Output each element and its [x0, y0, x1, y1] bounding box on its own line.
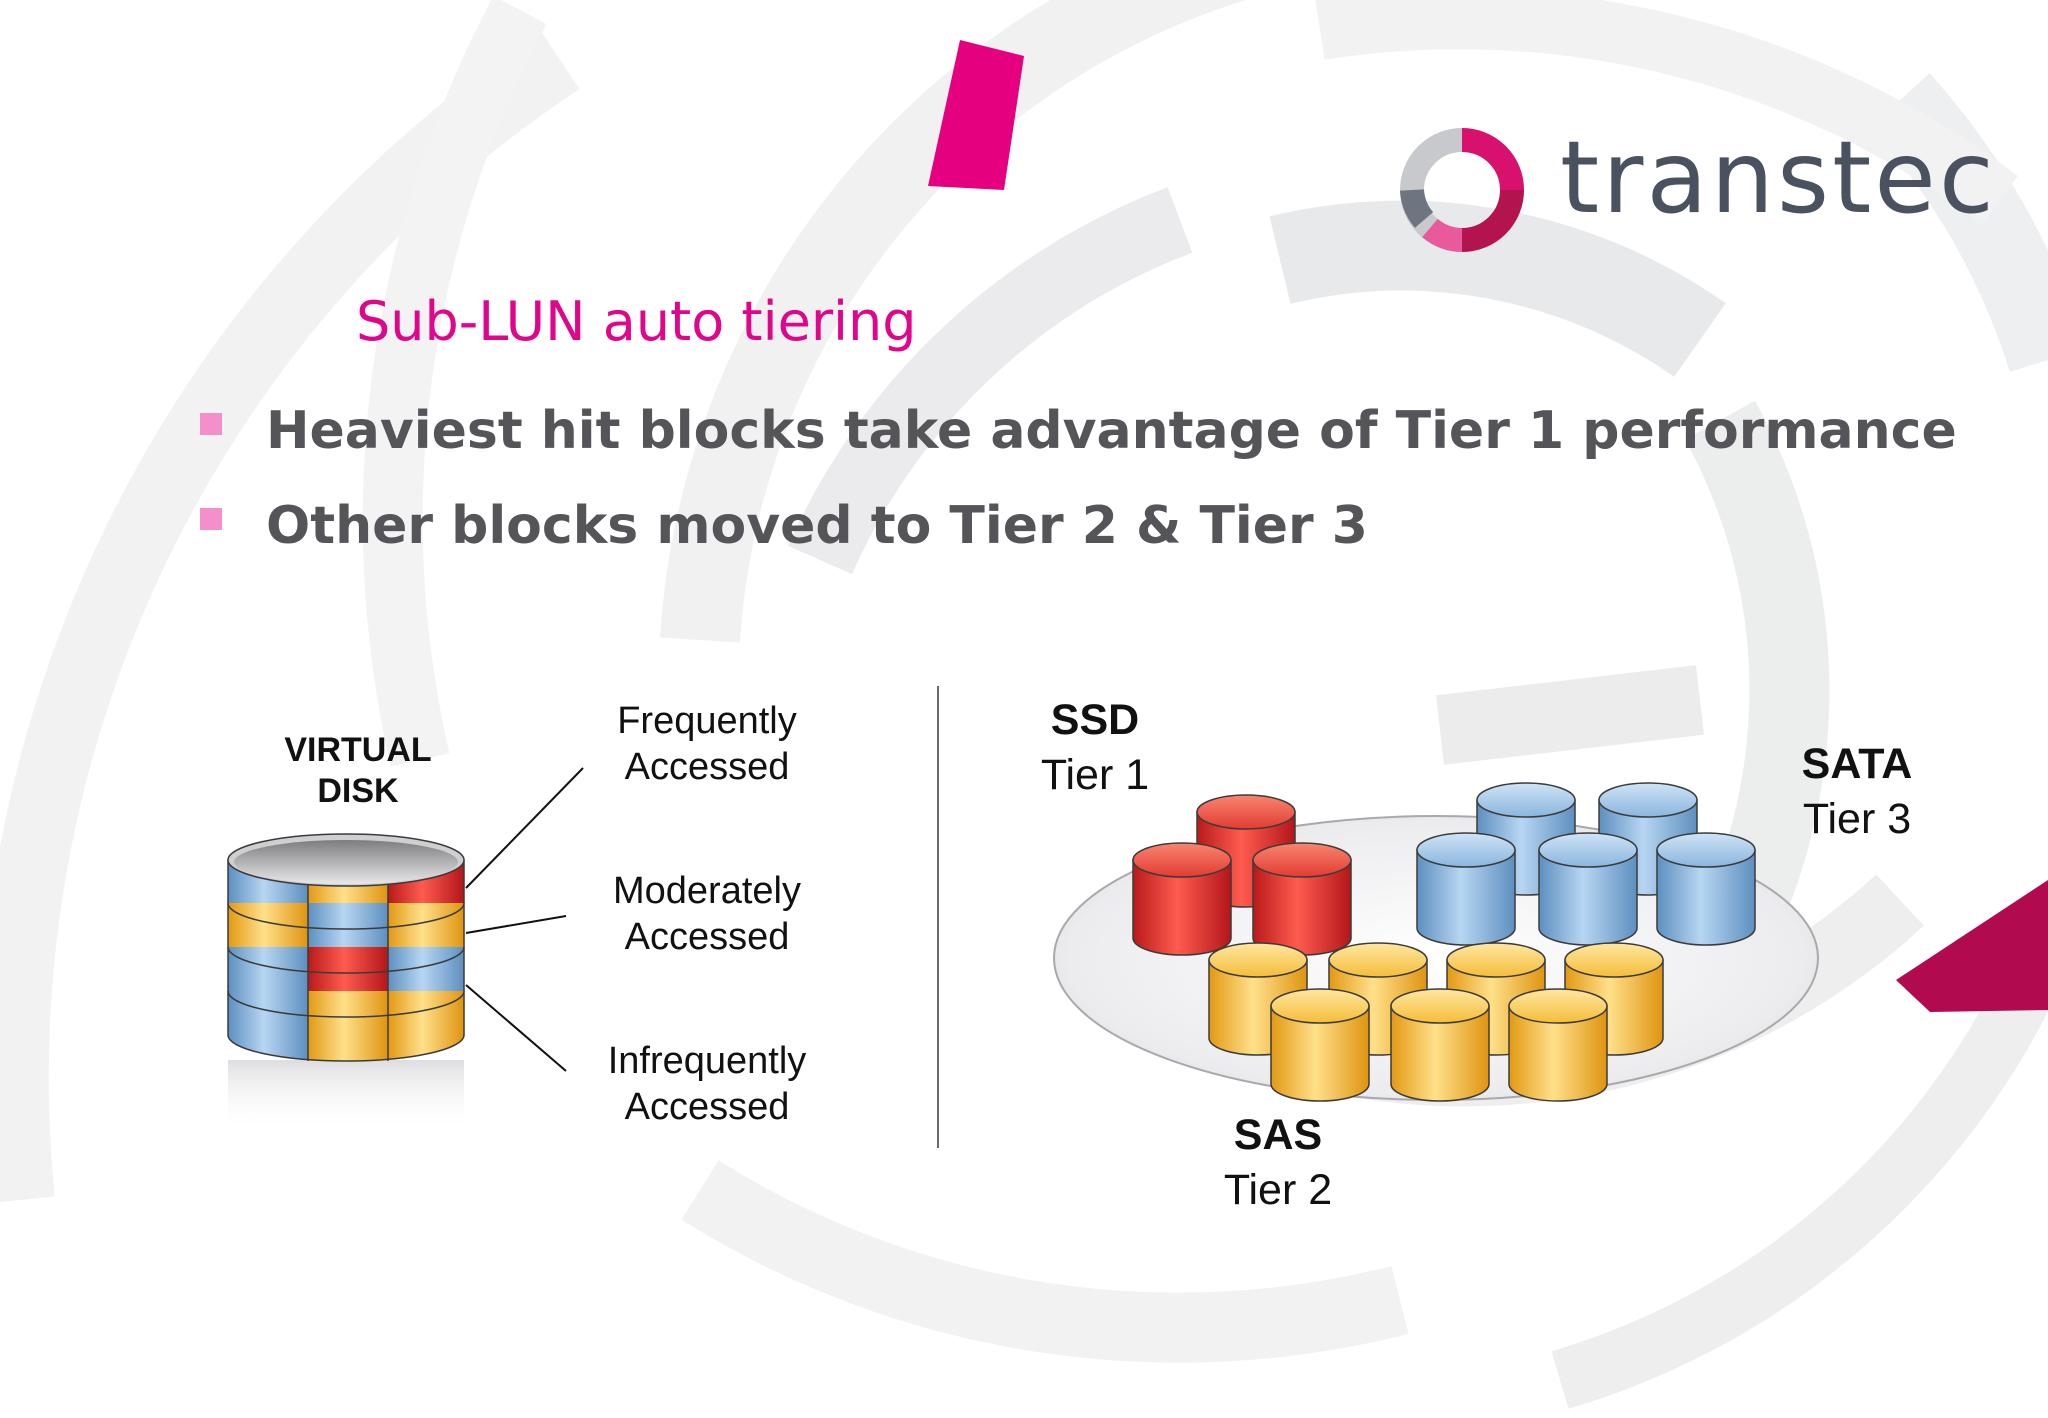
bullet-item: Heaviest hit blocks take advantage of Ti…: [200, 405, 1957, 457]
access-connector-lines: [465, 767, 584, 1072]
sata-drive-icon: [1538, 832, 1638, 946]
sata-drive-icon: [1416, 832, 1516, 946]
logo-ring-icon: [1400, 128, 1524, 252]
ssd-drive-icon: [1132, 842, 1232, 956]
sas-drive-icon: [1270, 988, 1370, 1102]
ssd-drive-icon: [1252, 842, 1352, 956]
storage-drives: [1132, 782, 1756, 1102]
crimson-arc-accent: [1896, 880, 2048, 1012]
sas-drive-icon: [1508, 988, 1608, 1102]
bullet-square-icon: [200, 508, 222, 530]
sata-drive-icon: [1656, 832, 1756, 946]
bullet-text: Other blocks moved to Tier 2 & Tier 3: [266, 496, 1368, 556]
bullet-item: Other blocks moved to Tier 2 & Tier 3: [200, 500, 1368, 552]
virtual-disk-cylinder: [227, 833, 465, 1130]
slide-subtitle: Sub-LUN auto tiering: [356, 290, 917, 353]
logo-wordmark: transtec: [1560, 119, 1997, 236]
sas-drive-icon: [1390, 988, 1490, 1102]
bullet-text: Heaviest hit blocks take advantage of Ti…: [266, 401, 1957, 461]
pink-arc-accent: [928, 40, 1024, 190]
transtec-logo: transtec: [1400, 120, 1994, 260]
bullet-square-icon: [200, 413, 222, 435]
